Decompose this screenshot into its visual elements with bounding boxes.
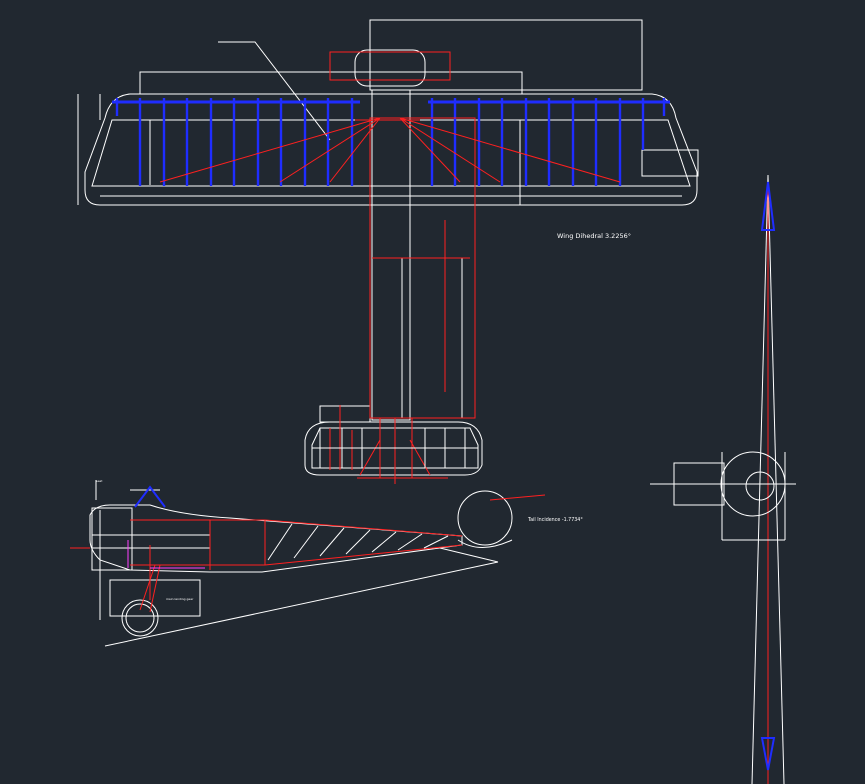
cabane-strut-blue: [134, 485, 166, 508]
front-view: [650, 174, 796, 784]
engine-accents: [127, 540, 205, 569]
side-note-label: seat: [96, 479, 103, 483]
side-view: [89, 480, 513, 647]
tail-rudder-circle: [457, 490, 513, 546]
engine-block: [91, 507, 133, 571]
wing-front-outer-right: [767, 174, 785, 784]
fuselage-truss: [130, 494, 546, 613]
fuselage-top-dimension: [139, 71, 523, 95]
stabilizer-dim-box: [319, 405, 371, 423]
prop-hub: [745, 471, 775, 501]
engine-body-front: [673, 462, 725, 506]
top-view: [77, 19, 699, 476]
wing-trailing-edge-inner: [91, 119, 691, 187]
fuselage-side-outline: [89, 504, 463, 573]
main-wheel-inner: [125, 603, 155, 633]
tail-incidence-label: Tail Incidence -1.7734°: [527, 517, 583, 523]
landing-gear-label: main landing gear: [166, 597, 194, 601]
rudder-hinge: [457, 539, 513, 548]
wing-front-outer-left: [751, 174, 769, 784]
fuselage-spar-frame: [369, 117, 476, 419]
fuselage-center-box: [371, 89, 411, 421]
aileron-box: [641, 149, 699, 177]
fuselage-rear-box: [401, 257, 463, 419]
main-wheel-outer: [121, 599, 159, 637]
wing-tip-bottom: [760, 737, 776, 771]
stabilizer-planform: [304, 421, 483, 476]
fuselage-diagonals: [267, 523, 449, 561]
wing-tip-top: [760, 181, 776, 231]
ground-line: [104, 561, 499, 647]
tail-skid-line: [439, 547, 499, 563]
wing-ribs: [115, 98, 666, 186]
wing-bracing: [159, 51, 621, 484]
wing-planform-outline: [84, 93, 698, 206]
cabane-dimension-box: [369, 19, 643, 91]
wing-dihedral-label: Wing Dihedral 3.2256°: [557, 232, 631, 240]
stabilizer-ribs: [312, 428, 478, 468]
engine-cowl-outline: [354, 49, 426, 87]
